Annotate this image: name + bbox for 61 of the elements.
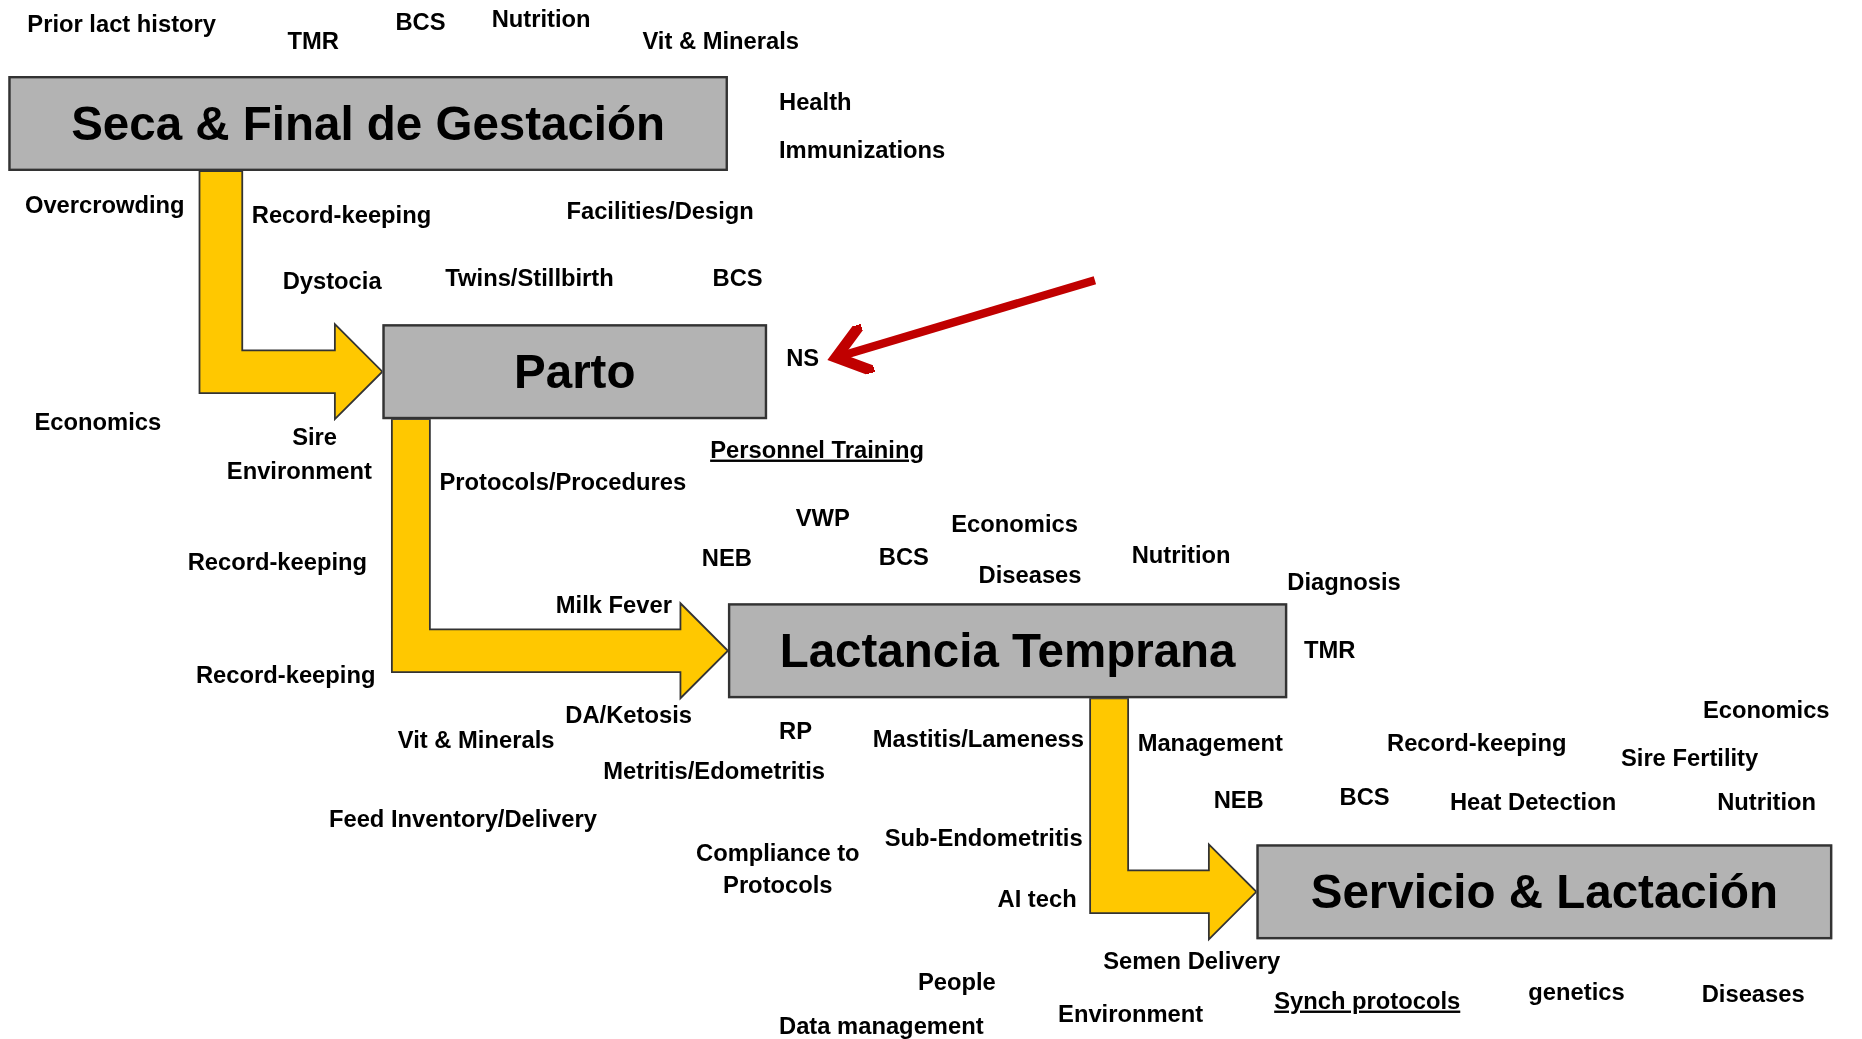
factor-label: Protocols/Procedures xyxy=(439,468,687,497)
factor-label: Record-keeping xyxy=(187,547,368,576)
factor-label: Feed Inventory/Delivery xyxy=(328,804,597,833)
factor-label: Diagnosis xyxy=(1287,567,1401,597)
factor-label: BCS xyxy=(712,263,763,293)
factor-label: BCS xyxy=(395,7,446,36)
factor-label: Environment xyxy=(226,456,372,485)
process-arrow xyxy=(1089,697,1258,942)
factor-label: Sire xyxy=(292,422,338,452)
stage-box: Parto xyxy=(382,324,768,420)
factor-label: Immunizations xyxy=(779,135,946,164)
stage-box: Seca & Final de Gestación xyxy=(8,76,728,171)
factor-label: Sub-Endometritis xyxy=(884,823,1083,852)
factor-label: Heat Detection xyxy=(1449,787,1617,816)
stage-box: Servicio & Lactación xyxy=(1256,844,1833,940)
process-arrow xyxy=(391,418,730,701)
factor-label: Prior lact history xyxy=(27,9,217,38)
process-arrow xyxy=(198,170,384,422)
factor-label: Record-keeping xyxy=(251,200,432,230)
factor-label: Nutrition xyxy=(491,4,591,34)
factor-label: NEB xyxy=(701,544,752,573)
factor-label: NEB xyxy=(1213,785,1264,814)
factor-label: Nutrition xyxy=(1131,540,1231,569)
factor-label: Milk Fever xyxy=(555,590,672,619)
factor-label: genetics xyxy=(1528,977,1625,1006)
factor-label: Overcrowding xyxy=(24,190,185,219)
factor-label: Diseases xyxy=(978,560,1082,589)
factor-label: RP xyxy=(779,716,812,745)
node-label: NS xyxy=(786,343,820,372)
factor-label: Record-keeping xyxy=(195,660,376,689)
factor-label: DA/Ketosis xyxy=(565,700,692,730)
factor-label: Record-keeping xyxy=(1387,728,1567,757)
factor-label: Economics xyxy=(1702,696,1830,725)
factor-label: Sire Fertility xyxy=(1620,743,1759,772)
factor-label: Vit & Minerals xyxy=(397,725,555,755)
factor-label: Personnel Training xyxy=(710,436,924,465)
stage-box: Lactancia Temprana xyxy=(727,603,1288,699)
factor-label: TMR xyxy=(1303,635,1356,664)
factor-label: TMR xyxy=(287,26,339,55)
factor-label: People xyxy=(917,968,996,997)
factor-label: Twins/Stillbirth xyxy=(445,263,614,293)
factor-label: Diseases xyxy=(1701,979,1805,1009)
factor-label: Management xyxy=(1137,728,1283,757)
factor-label: Economics xyxy=(34,407,162,436)
factor-label: Facilities/Design xyxy=(566,196,754,225)
factor-label: Health xyxy=(779,88,852,117)
factor-label: Semen Delivery xyxy=(1103,946,1281,975)
factor-label: Synch protocols xyxy=(1274,987,1461,1016)
factor-label: BCS xyxy=(1339,782,1390,812)
factor-label: Vit & Minerals xyxy=(642,26,800,55)
factor-label: Environment xyxy=(1058,1000,1204,1029)
factor-label: Metritis/Edometritis xyxy=(603,756,825,785)
factor-label: Economics xyxy=(951,509,1078,538)
factor-label: BCS xyxy=(878,542,929,572)
factor-label: Nutrition xyxy=(1717,787,1817,816)
factor-label: Dystocia xyxy=(282,266,382,295)
factor-label: Mastitis/Lameness xyxy=(872,724,1084,753)
factor-label: VWP xyxy=(795,503,850,532)
factor-label: AI tech xyxy=(997,884,1077,914)
factor-label: Compliance to Protocols xyxy=(695,838,861,900)
factor-label: Data management xyxy=(779,1011,984,1039)
